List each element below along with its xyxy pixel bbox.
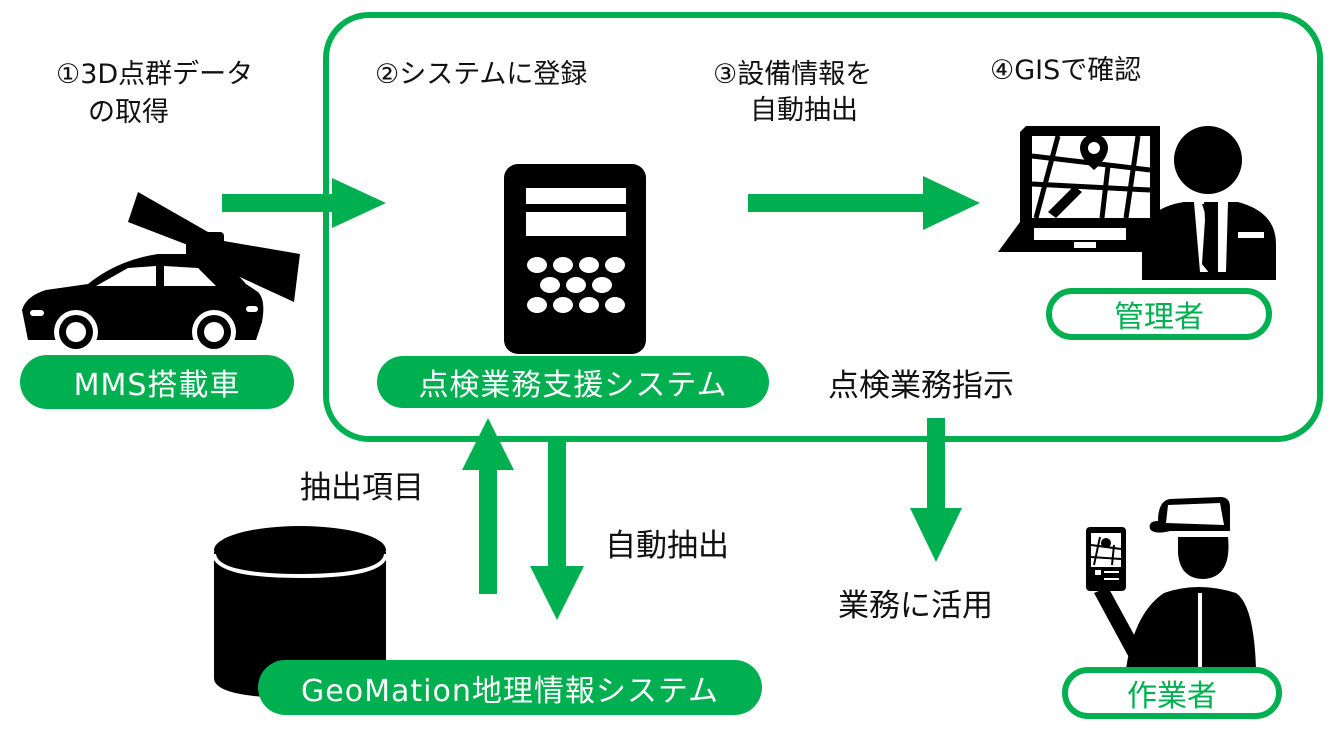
node-mms-vehicle: MMS搭載車 [20, 355, 294, 409]
arrow-extraction-items-up [462, 418, 514, 594]
laptop-map-icon [998, 126, 1166, 252]
arrow-instruction-to-worker [910, 418, 962, 562]
node-worker: 作業者 [1062, 667, 1282, 719]
system-boundary-frame [323, 12, 1323, 442]
arrow-system-to-gis [748, 176, 980, 230]
node-manager: 管理者 [1046, 288, 1272, 340]
mms-car-icon [22, 192, 300, 354]
step2-label: ②システムに登録 [375, 59, 588, 90]
worker-person-icon [1086, 497, 1256, 669]
auto-extraction-label: 自動抽出 [605, 528, 729, 564]
step3-label-line2: 自動抽出 [750, 95, 858, 126]
manager-person-icon [1142, 126, 1276, 280]
arrow-auto-extraction-down [530, 438, 584, 620]
step4-label: ④GISで確認 [990, 55, 1142, 86]
use-in-work-label: 業務に活用 [838, 588, 993, 624]
inspection-instruction-label: 点検業務指示 [828, 368, 1014, 404]
step1-label-line2: の取得 [88, 97, 169, 128]
step3-label-line1: ③設備情報を [713, 59, 873, 90]
node-gis-system: GeoMation地理情報システム [258, 660, 762, 715]
step1-label-line1: ①3D点群データ [56, 59, 254, 90]
extraction-items-label: 抽出項目 [300, 470, 424, 506]
arrow-mms-to-system [222, 178, 386, 228]
inspection-device-icon [504, 164, 646, 354]
node-inspection-system: 点検業務支援システム [377, 356, 769, 408]
